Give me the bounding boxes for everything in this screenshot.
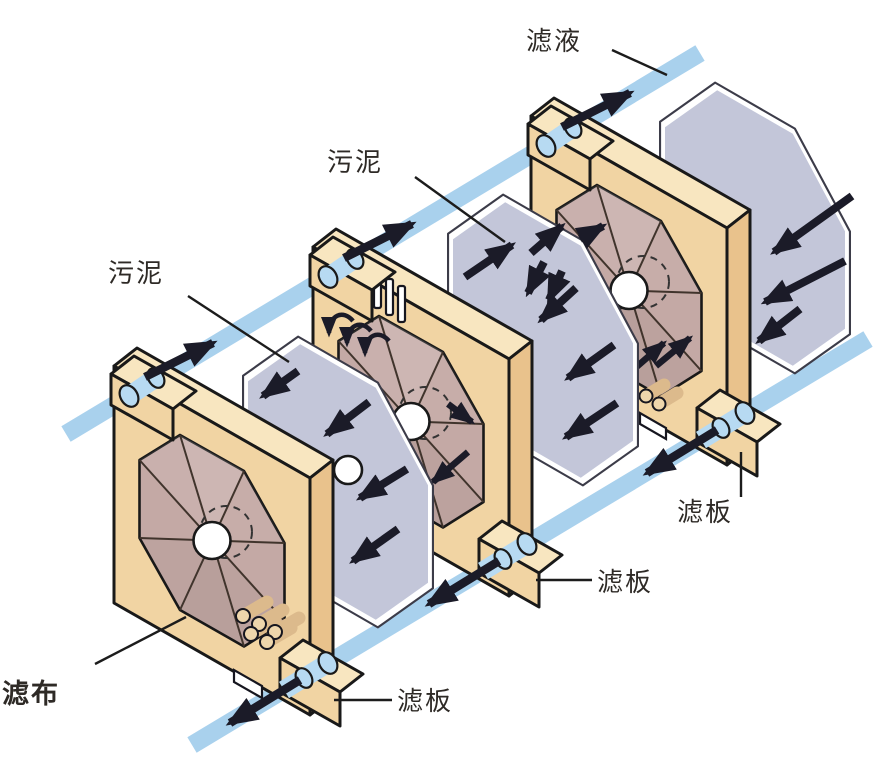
sludge-flow-arrows-cloth-1 [259, 367, 410, 565]
leader-cloth [94, 615, 187, 666]
label-sludge-top: 污泥 [327, 148, 383, 178]
label-filtrate: 滤液 [526, 27, 582, 57]
labels: 滤液 污泥 污泥 滤板 滤板 滤板 滤布 [2, 27, 733, 717]
drain-tubes-plate-3 [638, 378, 684, 412]
drain-tubes-plate-1 [235, 595, 306, 650]
filter-plate-2 [310, 220, 562, 607]
sludge-flow-arrows-cloth-2 [462, 222, 620, 441]
leader-sludge-top [414, 176, 506, 243]
label-plate-middle: 滤板 [597, 568, 653, 598]
sludge-flow-arrows-cloth-3 [755, 192, 855, 345]
pipe-port-plate-2-top [310, 220, 417, 321]
pipe-port-plate-1-bottom [225, 640, 363, 726]
cloth-center-hole [332, 454, 364, 486]
filter-plate-3 [528, 89, 780, 476]
filter-plate-1 [111, 339, 363, 726]
filter-cloth-3 [659, 81, 855, 375]
pipe-port-plate-3-bottom [642, 390, 780, 476]
leader-lines [94, 48, 743, 702]
label-plate-bottom: 滤板 [397, 687, 453, 717]
leader-sludge-left [187, 294, 290, 364]
pipe-port-plate-2-bottom [424, 521, 562, 607]
filtrate-arrows-plate-2 [430, 401, 476, 485]
cloth-hanger-tab [232, 668, 264, 700]
label-cloth: 滤布 [2, 679, 60, 710]
pipe-port-plate-3-top [528, 89, 635, 190]
label-plate-right: 滤板 [677, 498, 733, 528]
sludge-swirl-arrows-plate-2 [320, 312, 391, 358]
filter-cloth-2 [447, 193, 639, 487]
leader-filtrate [611, 48, 668, 77]
label-sludge-left: 污泥 [108, 259, 164, 289]
pipe-port-plate-1-top [111, 339, 218, 440]
cloth-hanger-tab [638, 411, 668, 441]
